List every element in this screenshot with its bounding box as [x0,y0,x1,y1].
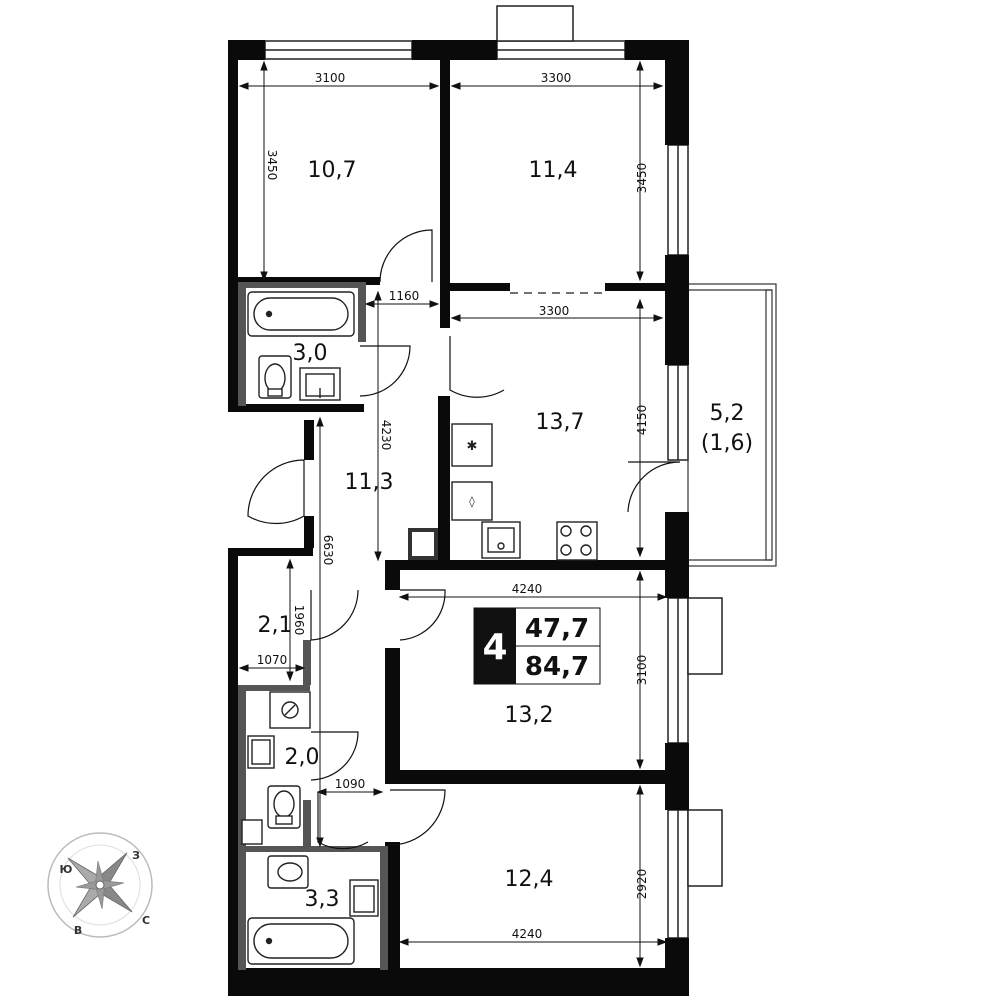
area-wardrobe: 2,1 [258,613,293,638]
ventilation-shaft-icon [408,528,438,560]
dim-1090: 1090 [335,777,366,791]
area-bedroom-south: 12,4 [505,867,554,892]
area-hall: 11,3 [345,470,394,495]
badge-rooms-count: 4 [482,627,507,668]
walls [228,40,689,996]
fixtures: ✱ ◊ [241,291,598,965]
dim-3300-mid: 3300 [539,304,570,318]
area-bedroom-n: 11,4 [529,158,578,183]
dim-3100-right: 3100 [635,655,649,686]
dishwasher-icon [451,481,493,521]
dim-3300-top: 3300 [541,71,572,85]
windows [264,5,723,939]
compass-north: С [142,914,150,927]
compass-south: Ю [60,863,73,876]
dim-3450-right: 3450 [635,163,649,194]
doors [247,229,681,850]
dim-6630: 6630 [321,535,335,566]
dim-4150: 4150 [635,405,649,436]
dim-2920: 2920 [635,869,649,900]
compass-rose-icon [67,852,133,918]
compass-east: В [74,924,82,937]
dim-3450-left: 3450 [265,150,279,181]
fridge-icon [451,423,493,467]
dim-1070: 1070 [257,653,288,667]
area-bedroom-mid: 13,2 [505,703,554,728]
balcony-frame [687,283,777,567]
area-kitchen: 13,7 [536,410,585,435]
svg-text:◊: ◊ [469,495,475,508]
area-bedroom-nw: 10,7 [308,158,357,183]
wet-zone-walls [238,282,388,970]
dim-4230: 4230 [379,420,393,451]
dim-1960: 1960 [292,605,306,636]
compass: Ю З В С [47,832,153,938]
dimension-lines [238,60,668,968]
dim-4240-top: 4240 [512,582,543,596]
svg-text:✱: ✱ [467,439,478,454]
compass-west: З [132,849,140,862]
dim-3100-top: 3100 [315,71,346,85]
badge-total-area: 84,7 [525,652,589,682]
area-balcony: 5,2 [710,401,745,426]
summary-badge: 4 47,7 84,7 [473,607,601,685]
area-balcony-sub: (1,6) [701,431,753,456]
dim-4240-bottom: 4240 [512,927,543,941]
area-bathroom-top: 3,0 [293,341,328,366]
dim-1160: 1160 [389,289,420,303]
badge-living-area: 47,7 [525,614,589,644]
area-bathroom-bottom: 3,3 [305,887,340,912]
area-wc: 2,0 [285,745,320,770]
